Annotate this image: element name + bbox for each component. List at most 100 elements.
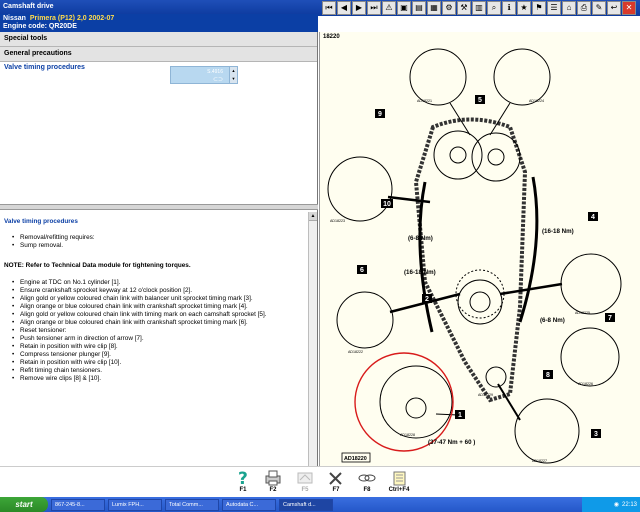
list-icon[interactable]: ☰ (547, 1, 561, 15)
highlight-circle (354, 352, 454, 452)
inset-tensioner (327, 156, 393, 222)
copy-icon (290, 468, 320, 487)
taskbar-item[interactable]: 867-245-8... (51, 498, 105, 511)
flag-icon[interactable]: ⚑ (532, 1, 546, 15)
gear-icon[interactable]: ⚙ (442, 1, 456, 15)
help-button[interactable]: ? F1 (228, 468, 258, 498)
prev-page-icon[interactable]: ◀ (337, 1, 351, 15)
fkey-label: Ctrl+F4 (388, 487, 410, 493)
first-page-icon[interactable]: ⏮ (322, 1, 336, 15)
chart-icon[interactable]: ▥ (472, 1, 486, 15)
procedure-header[interactable]: Valve timing procedures (4, 64, 85, 71)
clock: 22:13 (621, 501, 637, 508)
copy-button[interactable]: F5 (290, 468, 320, 498)
fkey-label: F2 (269, 487, 277, 493)
inset-crank-pulley (379, 365, 453, 439)
inset-code-2: AD18224 (529, 99, 544, 103)
print-toolbar-icon[interactable]: ⎙ (577, 1, 591, 15)
warning-icon[interactable]: ⚠ (382, 1, 396, 15)
left-scrollbar[interactable]: ▲ ▼ (308, 212, 317, 497)
callout-box-8 (543, 370, 553, 379)
callout-3: 3 (594, 431, 598, 438)
close-window-icon[interactable]: ✕ (622, 1, 636, 15)
tool-icon[interactable]: ⚒ (457, 1, 471, 15)
inset-code-7: AD18227 (532, 459, 547, 463)
inset-cam-left (409, 48, 467, 106)
note-box: S.4916 ⊂⊃ ▲▼ (170, 66, 238, 84)
last-page-icon[interactable]: ⏭ (367, 1, 381, 15)
callout-6: 6 (360, 267, 364, 274)
callout-box-9 (375, 109, 385, 118)
note-box-scroll[interactable]: ▲▼ (229, 67, 237, 83)
fkey-label: F5 (301, 487, 309, 493)
list-item: Push tensioner arm in direction of arrow… (12, 335, 310, 343)
inset-code-3: AD18223 (330, 219, 345, 223)
info-icon[interactable]: ℹ (502, 1, 516, 15)
window-icon[interactable]: ▣ (397, 1, 411, 15)
inset-balancer (514, 398, 580, 464)
tools-button[interactable]: F7 (321, 468, 351, 498)
callout-box-2 (422, 294, 432, 303)
help-icon: ? (228, 468, 258, 487)
tools-icon (321, 468, 351, 487)
inset-code-8: AD18228 (400, 433, 415, 437)
list-item: Removal/refitting requires: (12, 234, 310, 242)
section-general-precautions[interactable]: General precautions (0, 47, 317, 62)
svg-text:?: ? (238, 469, 248, 487)
section-special-tools[interactable]: Special tools (0, 32, 317, 47)
list-item: Align orange or blue coloured chain link… (12, 303, 310, 311)
print-icon (258, 468, 288, 487)
tray-icon[interactable]: ◉ (613, 502, 619, 508)
list-item: Align gold or yellow coloured chain link… (12, 295, 310, 303)
body-title: Valve timing procedures (4, 218, 78, 225)
taskbar: start 867-245-8... Lumix FPH... Total Co… (0, 497, 640, 512)
callout-box-3 (591, 429, 601, 438)
scroll-up-icon[interactable]: ▲ (309, 212, 317, 221)
procedure-body: Valve timing procedures Removal/refittin… (4, 218, 310, 488)
taskbar-item[interactable]: Lumix FPH... (108, 498, 162, 511)
callout-10: 10 (383, 201, 391, 208)
document-icon[interactable]: ▦ (427, 1, 441, 15)
taskbar-item[interactable]: Autodata C... (222, 498, 276, 511)
torque-label-2: (16-18 Nm) (542, 228, 574, 235)
callout-box-1 (455, 410, 465, 419)
book-icon[interactable]: ▤ (412, 1, 426, 15)
fkey-label: F1 (239, 487, 247, 493)
callout-9: 9 (378, 111, 382, 118)
list-item: Engine at TDC on No.1 cylinder [1]. (12, 279, 310, 287)
start-button[interactable]: start (0, 497, 48, 512)
pane-splitter[interactable] (0, 204, 318, 210)
list-item: Align orange or blue coloured chain link… (12, 319, 310, 327)
taskbar-item[interactable]: Total Comm... (165, 498, 219, 511)
home-icon[interactable]: ⌂ (562, 1, 576, 15)
list-item: Sump removal. (12, 242, 310, 250)
chain-button[interactable]: F8 (352, 468, 382, 498)
search-icon[interactable]: ⌕ (487, 1, 501, 15)
inset-crank-left (336, 291, 394, 349)
timing-chain (413, 117, 528, 403)
vehicle-model: Primera (P12) 2,0 2002-07 (29, 15, 115, 22)
chain-guide-left (418, 181, 434, 333)
inset-cam-right (493, 48, 551, 106)
chain-icon (352, 468, 382, 487)
star-icon[interactable]: ★ (517, 1, 531, 15)
settings-icon[interactable]: ✎ (592, 1, 606, 15)
window-title: Camshaft drive (3, 3, 54, 10)
next-page-icon[interactable]: ▶ (352, 1, 366, 15)
torque-label-3: (16-18 Nm) (404, 269, 436, 276)
print-button[interactable]: F2 (258, 468, 288, 498)
diagram-id: 18220 (323, 34, 340, 40)
callout-5: 5 (478, 97, 482, 104)
taskbar-item-active[interactable]: Camshaft d... (279, 498, 333, 511)
list-item: Reset tensioner: (12, 327, 310, 335)
list-item: Retain in position with wire clip [8]. (12, 343, 310, 351)
leader-line-balancer (497, 383, 521, 421)
inset-code-1: AD18221 (417, 99, 432, 103)
fkey-label: F8 (363, 487, 371, 493)
inset-crank-right (560, 253, 622, 315)
exit-icon[interactable]: ↩ (607, 1, 621, 15)
notepad-button[interactable]: Ctrl+F4 (384, 468, 414, 498)
list-item: Compress tensioner plunger [9]. (12, 351, 310, 359)
inset-tensioner-right (560, 327, 620, 387)
